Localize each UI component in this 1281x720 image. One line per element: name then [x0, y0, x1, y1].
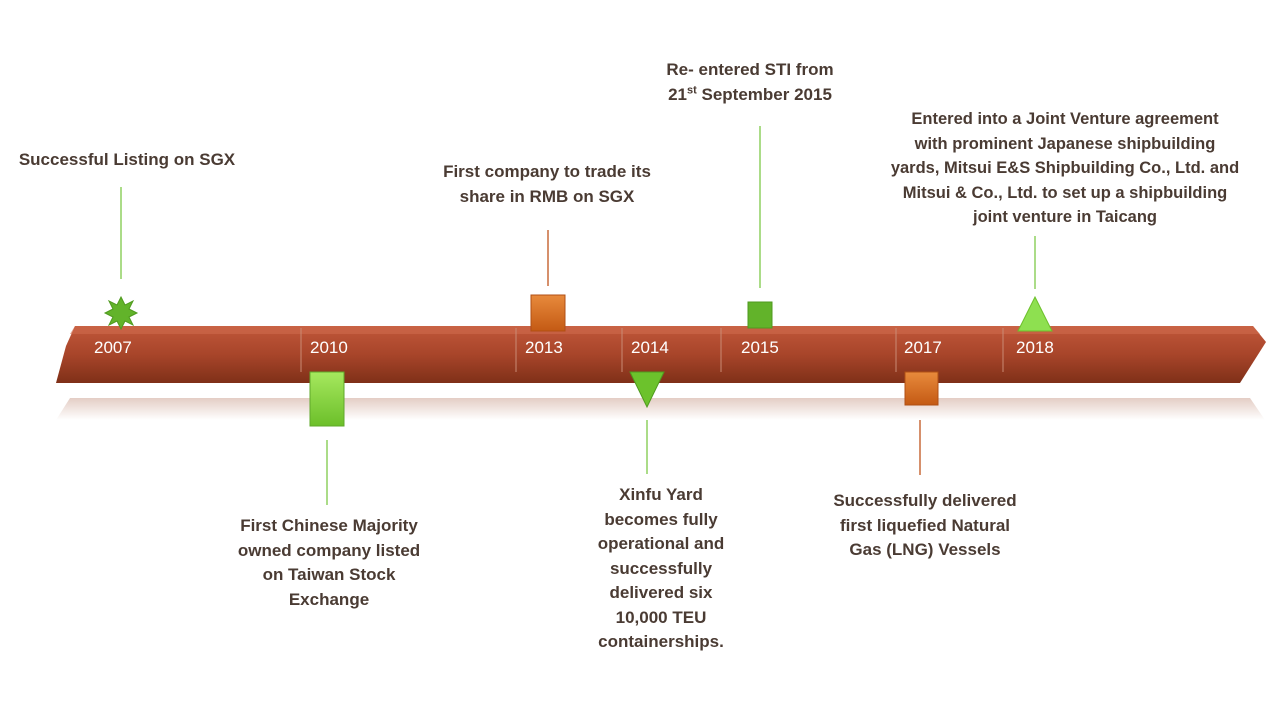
event-2013-text: First company to trade its share in RMB …	[426, 160, 668, 209]
event-2017-line: first liquefied Natural	[839, 515, 1011, 535]
event-2015-text: Re- entered STI from 21st September 2015	[650, 58, 850, 107]
event-2010-line: on Taiwan Stock	[262, 565, 396, 584]
event-2007-text: Successful Listing on SGX	[18, 150, 236, 169]
event-2010-line: First Chinese Majority	[240, 516, 418, 535]
triangle-marker-2014	[629, 371, 665, 409]
event-2015-day: 21	[668, 84, 687, 104]
event-2010-line: owned company listed	[237, 540, 421, 560]
event-2014-text: Xinfu Yard becomes fully operational and…	[580, 483, 742, 655]
year-label-2018: 2018	[1016, 338, 1054, 357]
event-2017-text: Successfully delivered first liquefied N…	[818, 489, 1032, 563]
event-2014-line: successfully	[609, 558, 713, 578]
event-2015-line1: Re- entered STI from	[666, 60, 834, 79]
event-2015-rest: September 2015	[696, 84, 832, 104]
year-label-2013: 2013	[525, 338, 563, 357]
square-marker-2013	[530, 294, 566, 332]
event-2018-text: Entered into a Joint Venture agreement w…	[870, 107, 1260, 230]
event-2017-line: Gas (LNG) Vessels	[849, 540, 1001, 559]
event-2014-line: becomes fully	[604, 509, 718, 529]
star-marker-2007	[103, 295, 139, 331]
year-label-2014: 2014	[631, 338, 669, 357]
square-marker-2015	[747, 301, 773, 329]
year-label-2010: 2010	[310, 338, 348, 357]
year-label-2017: 2017	[904, 338, 942, 357]
timeline-bar	[56, 326, 1266, 383]
year-label-2007: 2007	[94, 338, 132, 357]
event-2013-line: First company to trade its	[443, 162, 651, 181]
timeline-bar-highlight	[70, 326, 1260, 334]
event-2017-line: Successfully delivered	[833, 491, 1017, 510]
event-2010-line: Exchange	[288, 589, 370, 609]
event-2014-line: containerships.	[598, 632, 724, 651]
triangle-marker-2018	[1017, 295, 1053, 332]
square-marker-2017	[904, 371, 939, 406]
event-2018-line: with prominent Japanese shipbuilding	[914, 134, 1216, 153]
timeline-bar-reflection	[56, 398, 1265, 420]
event-2014-line: Xinfu Yard	[619, 485, 703, 504]
event-2018-line: yards, Mitsui E&S Shipbuilding Co., Ltd.…	[890, 159, 1240, 177]
event-2015-line2: 21st September 2015	[650, 83, 850, 108]
event-2014-line: delivered six	[609, 583, 713, 602]
event-2014-line: operational and	[597, 534, 725, 553]
event-2018-line: Mitsui & Co., Ltd. to set up a shipbuild…	[902, 183, 1228, 202]
event-2018-line: joint venture in Taicang	[973, 208, 1157, 226]
event-2013-line: share in RMB on SGX	[459, 186, 635, 206]
event-2014-line: 10,000 TEU	[615, 607, 707, 627]
year-label-2015: 2015	[741, 338, 779, 357]
event-2010-text: First Chinese Majority owned company lis…	[218, 514, 440, 612]
event-2018-line: Entered into a Joint Venture agreement	[911, 110, 1219, 128]
event-2015-suffix: st	[687, 83, 697, 96]
square-marker-2010	[309, 371, 345, 427]
